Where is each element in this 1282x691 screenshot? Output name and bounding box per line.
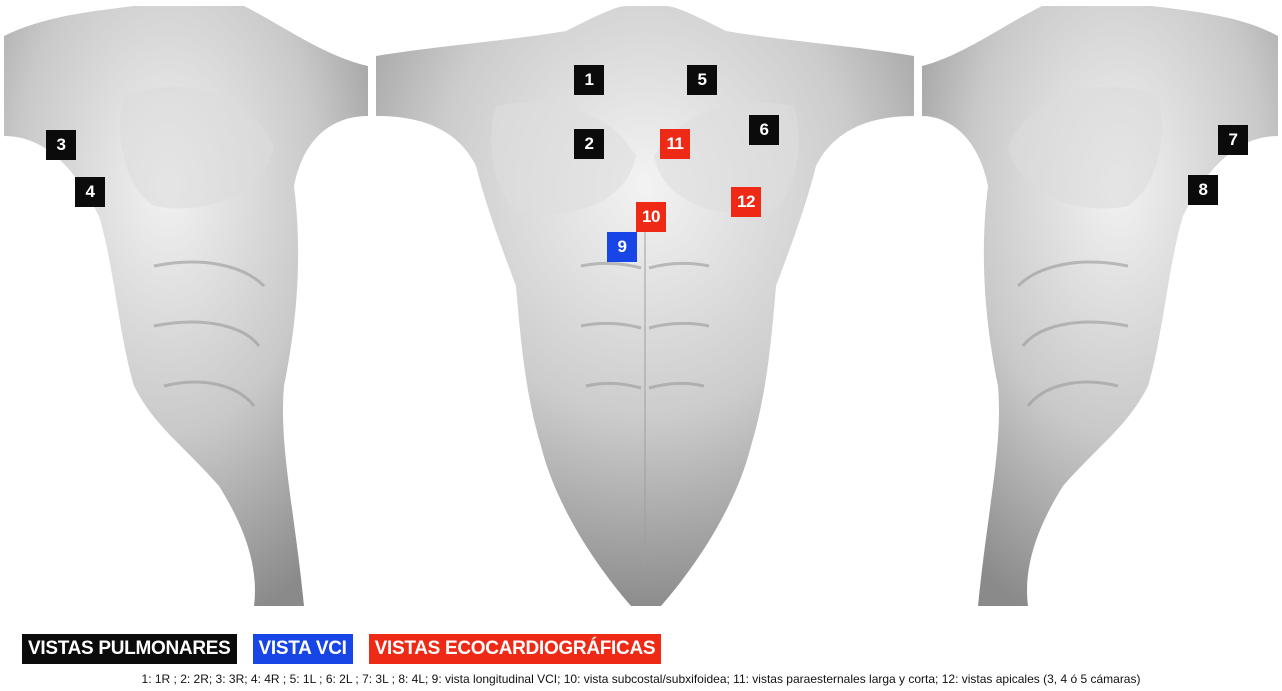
torso-front-view (376, 6, 914, 606)
marker-6: 6 (749, 115, 779, 145)
marker-3: 3 (46, 130, 76, 160)
marker-4: 4 (75, 177, 105, 207)
torso-right-view (922, 6, 1278, 606)
torso-right-illustration (922, 6, 1278, 606)
marker-2: 2 (574, 129, 604, 159)
marker-8: 8 (1188, 175, 1218, 205)
marker-5: 5 (687, 65, 717, 95)
marker-1: 1 (574, 65, 604, 95)
legend-vci-view: VISTA VCI (253, 634, 353, 664)
torso-left-illustration (4, 6, 368, 606)
marker-9: 9 (607, 232, 637, 262)
torso-front-illustration (376, 6, 914, 606)
legend: VISTAS PULMONARES VISTA VCI VISTAS ECOCA… (22, 634, 661, 664)
marker-7: 7 (1218, 125, 1248, 155)
legend-echocardiographic-views: VISTAS ECOCARDIOGRÁFICAS (369, 634, 662, 664)
torso-left-view (4, 6, 368, 606)
footnote-key: 1: 1R ; 2: 2R; 3: 3R; 4: 4R ; 5: 1L ; 6:… (0, 672, 1282, 686)
marker-10: 10 (636, 202, 666, 232)
marker-11: 11 (660, 129, 690, 159)
legend-pulmonary-views: VISTAS PULMONARES (22, 634, 237, 664)
marker-12: 12 (731, 187, 761, 217)
